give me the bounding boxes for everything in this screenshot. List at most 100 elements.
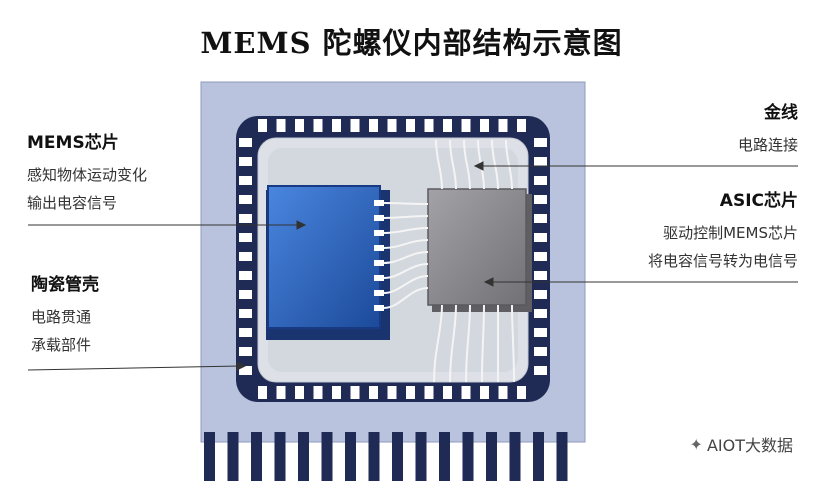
bond-pad	[276, 119, 286, 132]
mems-pad	[374, 230, 384, 236]
gold-wire	[383, 263, 429, 279]
gold-wires	[383, 139, 515, 383]
bond-pad	[350, 119, 360, 132]
bond-pad	[534, 271, 547, 280]
bond-pad	[239, 157, 252, 166]
bond-pad	[295, 386, 304, 399]
bond-pad	[534, 138, 547, 147]
bond-pad	[498, 119, 508, 132]
label-mems-chip: MEMS芯片 感知物体运动变化 输出电容信号	[27, 128, 147, 217]
bond-pad	[239, 176, 252, 185]
gold-wire	[465, 304, 471, 383]
bond-pad	[480, 119, 489, 132]
bond-pad	[424, 119, 434, 132]
label-ceramic-shell: 陶瓷管壳 电路贯通 承载部件	[31, 270, 99, 359]
bond-pad	[534, 347, 547, 356]
bond-pad	[239, 138, 252, 147]
bond-pad	[443, 119, 452, 132]
bond-pad	[239, 271, 252, 280]
bond-pad	[461, 386, 471, 399]
label-mems-chip-head: MEMS芯片	[27, 133, 119, 153]
bond-pad	[534, 157, 547, 166]
gold-wire	[463, 139, 471, 190]
gold-wire	[511, 304, 515, 383]
bond-pad	[313, 119, 323, 132]
bond-pad	[313, 386, 323, 399]
gold-wire	[505, 139, 513, 190]
bond-pad	[369, 386, 378, 399]
label-asic-chip-line-1: 驱动控制MEMS芯片	[663, 224, 798, 242]
label-ceramic-shell-line-1: 电路贯通	[31, 308, 92, 326]
bond-pad	[239, 347, 252, 356]
mems-chip-pads	[374, 200, 384, 311]
watermark: ✦ AIOT大数据	[690, 432, 793, 456]
bond-pad	[534, 366, 547, 375]
package-pin	[533, 432, 544, 481]
package-pins	[204, 432, 568, 481]
gold-wire	[433, 304, 443, 383]
bond-pad	[517, 119, 526, 132]
bond-pad	[239, 252, 252, 261]
package-pin	[298, 432, 309, 481]
bond-pad	[534, 195, 547, 204]
mems-pad	[374, 215, 384, 221]
bond-pad	[239, 309, 252, 318]
bond-pad	[258, 119, 267, 132]
label-gold-wire-head: 金线	[764, 103, 798, 123]
label-mems-chip-line-2: 输出电容信号	[27, 194, 118, 212]
label-mems-chip-line-1: 感知物体运动变化	[27, 166, 148, 184]
label-ceramic-shell-line-2: 承载部件	[31, 336, 92, 354]
bond-pad	[276, 386, 286, 399]
mems-chip	[267, 185, 381, 329]
asic-chip	[427, 188, 527, 306]
mems-pad	[374, 200, 384, 206]
bond-pad	[534, 328, 547, 337]
bond-pad	[406, 386, 415, 399]
bond-pad	[498, 386, 508, 399]
bond-pad	[332, 119, 341, 132]
gold-wire	[481, 304, 485, 383]
watermark-text: AIOT大数据	[706, 436, 793, 455]
bond-pad	[332, 386, 341, 399]
bond-pad	[350, 386, 360, 399]
leader-mems-arrow	[296, 220, 307, 230]
bond-pad	[534, 309, 547, 318]
gold-wire	[383, 251, 429, 264]
gold-wire	[383, 275, 429, 294]
bond-pad	[534, 214, 547, 223]
gold-wire	[383, 227, 429, 234]
gold-wire	[491, 139, 499, 190]
wechat-icon: ✦	[689, 434, 703, 454]
mems-pad	[374, 290, 384, 296]
label-asic-chip: ASIC芯片 驱动控制MEMS芯片 将电容信号转为电信号	[648, 186, 798, 275]
bond-pad	[480, 386, 489, 399]
package-pin	[274, 432, 286, 481]
leader-lines	[27, 161, 798, 371]
package-pin	[439, 432, 450, 481]
bond-pads	[239, 119, 547, 399]
gold-wire	[383, 215, 429, 219]
bond-pad	[258, 386, 267, 399]
bond-pad	[406, 119, 415, 132]
bond-pad	[239, 366, 252, 375]
gold-wire	[449, 304, 457, 383]
package-pin	[251, 432, 262, 481]
package-pin	[321, 432, 333, 481]
package-pin	[392, 432, 403, 481]
gold-wire	[383, 202, 429, 205]
bond-pad	[295, 119, 304, 132]
label-asic-chip-head: ASIC芯片	[719, 191, 798, 211]
package-pin	[486, 432, 497, 481]
package-pin	[556, 432, 568, 481]
bond-pad	[239, 290, 252, 299]
bond-pad	[461, 119, 471, 132]
package-pin	[462, 432, 474, 481]
leader-ceramic-shell	[27, 365, 241, 371]
label-asic-chip-line-2: 将电容信号转为电信号	[647, 252, 798, 270]
bond-pad	[534, 252, 547, 261]
bond-pad	[239, 195, 252, 204]
package-pin	[204, 432, 215, 481]
bond-pad	[424, 386, 434, 399]
bond-pad	[443, 386, 452, 399]
bond-pad	[517, 386, 526, 399]
